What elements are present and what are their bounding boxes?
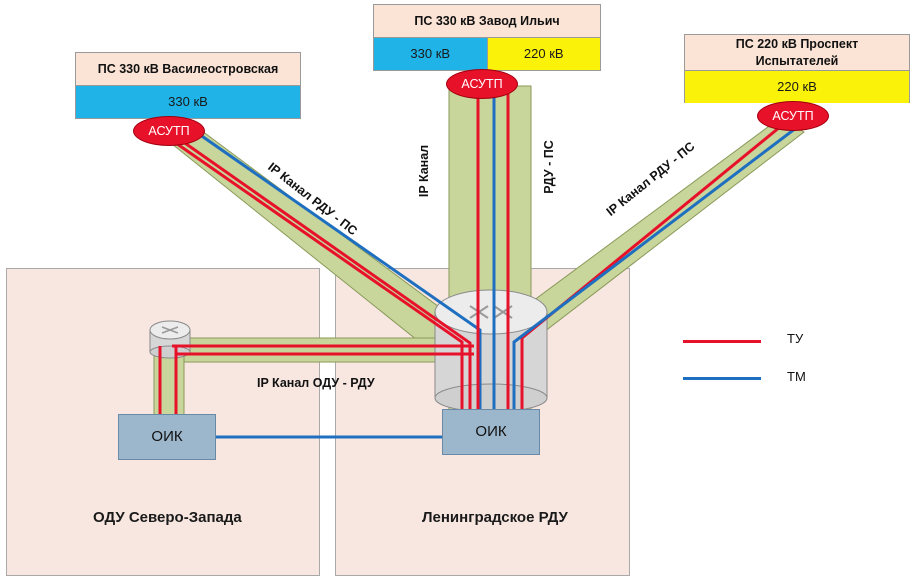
oik-rdu: ОИК xyxy=(442,409,540,455)
ps-prospekt-title: ПС 220 кВ Проспект Испытателей xyxy=(685,35,909,71)
ps-vasileostrovskaya: ПС 330 кВ Василеостровская 330 кВ xyxy=(75,52,301,119)
odu-router xyxy=(149,320,191,359)
oik-odu: ОИК xyxy=(118,414,216,460)
channel-label-top-rdu: РДУ - ПС xyxy=(541,140,556,194)
ps-zavod-ilich: ПС 330 кВ Завод Ильич 330 кВ 220 кВ xyxy=(373,4,601,71)
ps-vasileostrovskaya-title: ПС 330 кВ Василеостровская xyxy=(76,53,300,86)
legend-line-tu xyxy=(683,340,761,343)
legend-line-tm xyxy=(683,377,761,380)
ps-zavod-ilich-title: ПС 330 кВ Завод Ильич xyxy=(374,5,600,38)
rdu-router xyxy=(434,289,548,413)
asutp-vasileostrovskaya: АСУТП xyxy=(133,116,205,146)
ps-prospekt-voltage: 220 кВ xyxy=(685,71,909,103)
channel-label-top-ip: IP Канал xyxy=(417,144,432,198)
legend-label-tm: ТМ xyxy=(787,369,806,384)
tm-line-right xyxy=(512,126,797,414)
ps-vasileostrovskaya-voltage: 330 кВ xyxy=(76,86,300,118)
ps-zavod-ilich-voltage-220: 220 кВ xyxy=(487,38,600,70)
tu-line-right xyxy=(520,120,787,414)
ps-prospekt: ПС 220 кВ Проспект Испытателей 220 кВ xyxy=(684,34,910,103)
pipe-odu-rdu xyxy=(159,337,481,363)
region-label-rdu: Ленинградское РДУ xyxy=(422,509,568,526)
ps-zavod-ilich-voltage-330: 330 кВ xyxy=(374,38,488,70)
region-label-odu: ОДУ Северо-Запада xyxy=(93,509,242,526)
signal-lines xyxy=(158,88,797,439)
legend-label-tu: ТУ xyxy=(787,331,804,346)
tu-line-left xyxy=(159,130,464,414)
tm-line-left xyxy=(195,130,482,414)
tu-line-left-2 xyxy=(171,132,472,414)
asutp-prospekt: АСУТП xyxy=(757,101,829,131)
asutp-zavod-ilich: АСУТП xyxy=(446,69,518,99)
channel-label-odu-rdu: IP Канал ОДУ - РДУ xyxy=(257,376,375,390)
